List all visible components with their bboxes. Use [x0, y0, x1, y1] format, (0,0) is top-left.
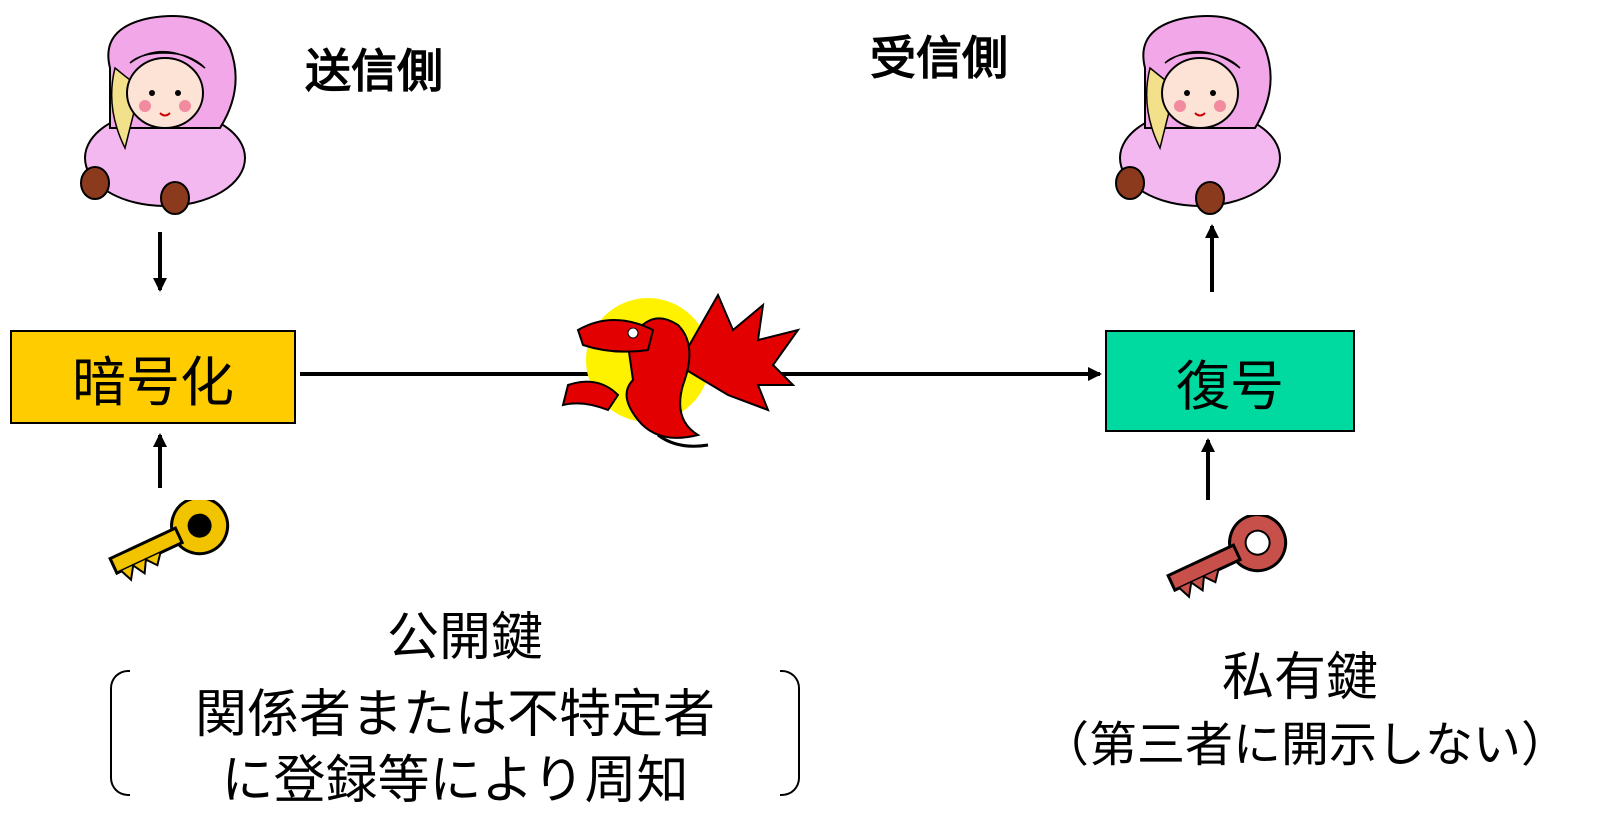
decrypt-label: 復号: [1176, 354, 1284, 418]
sender-label: 送信側: [305, 44, 443, 98]
doll-icon: [1115, 15, 1281, 215]
public-key-note-line2: に登録等により周知: [221, 751, 689, 811]
note-bracket-left: [110, 670, 130, 796]
red-key-icon: [1166, 515, 1288, 599]
dragon-icon: [561, 292, 801, 448]
doll-icon: [80, 15, 246, 215]
encrypt-box: 暗号化: [10, 330, 296, 424]
receiver-label: 受信側: [870, 31, 1008, 85]
encrypt-label: 暗号化: [72, 350, 234, 414]
private-key-note: （第三者に開示しない）: [1040, 717, 1569, 773]
private-key-title: 私有鍵: [1221, 648, 1378, 708]
decrypt-box: 復号: [1105, 330, 1355, 432]
public-key-title: 公開鍵: [386, 608, 543, 668]
gold-key-icon: [108, 500, 230, 582]
note-bracket-right: [780, 670, 800, 796]
public-key-note-line1: 関係者または不特定者: [194, 685, 715, 745]
